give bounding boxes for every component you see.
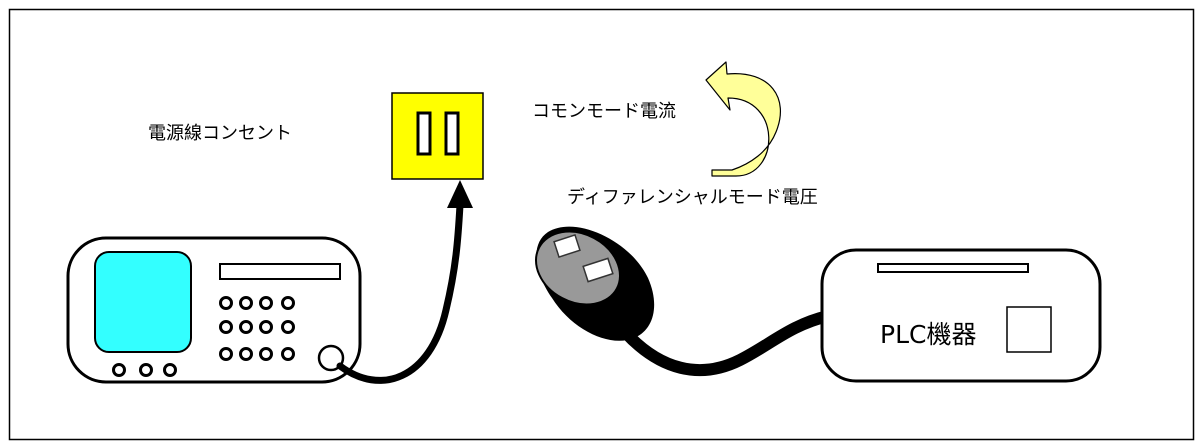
common-mode-label: コモンモード電流 bbox=[532, 101, 676, 122]
outlet-slot-left bbox=[416, 111, 432, 156]
outlet-slot-right bbox=[444, 111, 460, 156]
power-outlet bbox=[391, 92, 484, 180]
instrument-screen bbox=[94, 251, 192, 353]
cable-arrow-head bbox=[447, 180, 473, 208]
instrument-knobs bbox=[219, 296, 295, 361]
common-mode-arrow bbox=[705, 61, 781, 177]
plc-device bbox=[820, 248, 1102, 383]
plug-prongs bbox=[553, 234, 614, 283]
plc-device-label: PLC機器 bbox=[880, 320, 976, 349]
outlet-face bbox=[391, 92, 484, 180]
instrument-display-slot bbox=[219, 263, 341, 280]
diagram-frame bbox=[8, 8, 1195, 441]
plc-device-panel bbox=[1006, 306, 1052, 353]
instrument-bottom-knobs bbox=[112, 363, 177, 377]
instrument-connector bbox=[317, 344, 345, 372]
plc-device-slot bbox=[877, 263, 1029, 273]
ac-plug bbox=[534, 226, 834, 377]
plug-cord bbox=[619, 310, 834, 377]
instrument-cable bbox=[336, 201, 464, 384]
outlet-label: 電源線コンセント bbox=[148, 123, 292, 144]
measuring-instrument bbox=[66, 236, 362, 384]
differential-mode-label: ディファレンシャルモード電圧 bbox=[567, 187, 818, 208]
